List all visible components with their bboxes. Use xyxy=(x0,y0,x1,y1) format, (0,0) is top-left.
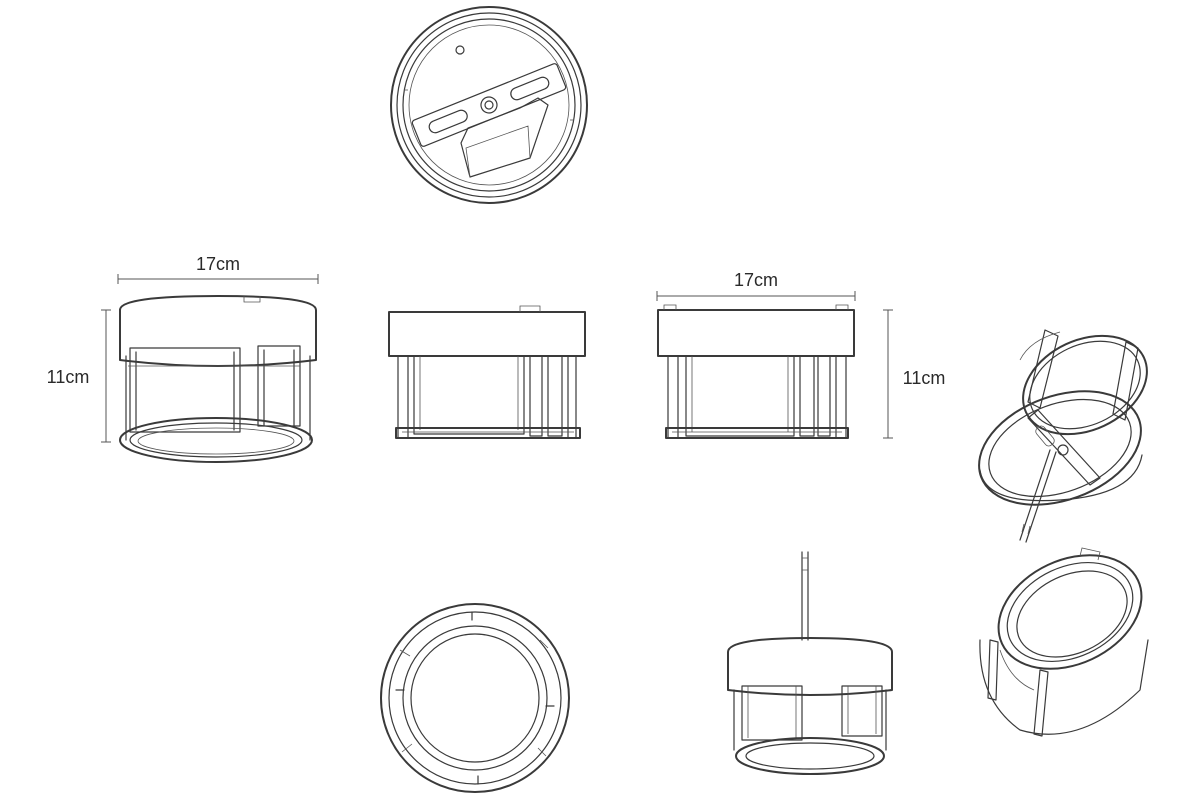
suspended-view-with-cable xyxy=(727,551,893,775)
side-elevation-view: 17cm 11cm xyxy=(656,270,946,439)
top-view xyxy=(390,6,588,204)
width-label-front: 17cm xyxy=(196,254,240,274)
width-label-side: 17cm xyxy=(734,270,778,290)
bottom-view xyxy=(380,603,570,793)
height-label-side: 11cm xyxy=(903,368,946,388)
isometric-shade-view xyxy=(979,547,1149,737)
exploded-isometric-view xyxy=(978,329,1148,543)
height-label-front: 11cm xyxy=(47,367,90,387)
front-elevation-view xyxy=(388,305,586,439)
perspective-front-view: 17cm 11cm xyxy=(47,254,319,463)
